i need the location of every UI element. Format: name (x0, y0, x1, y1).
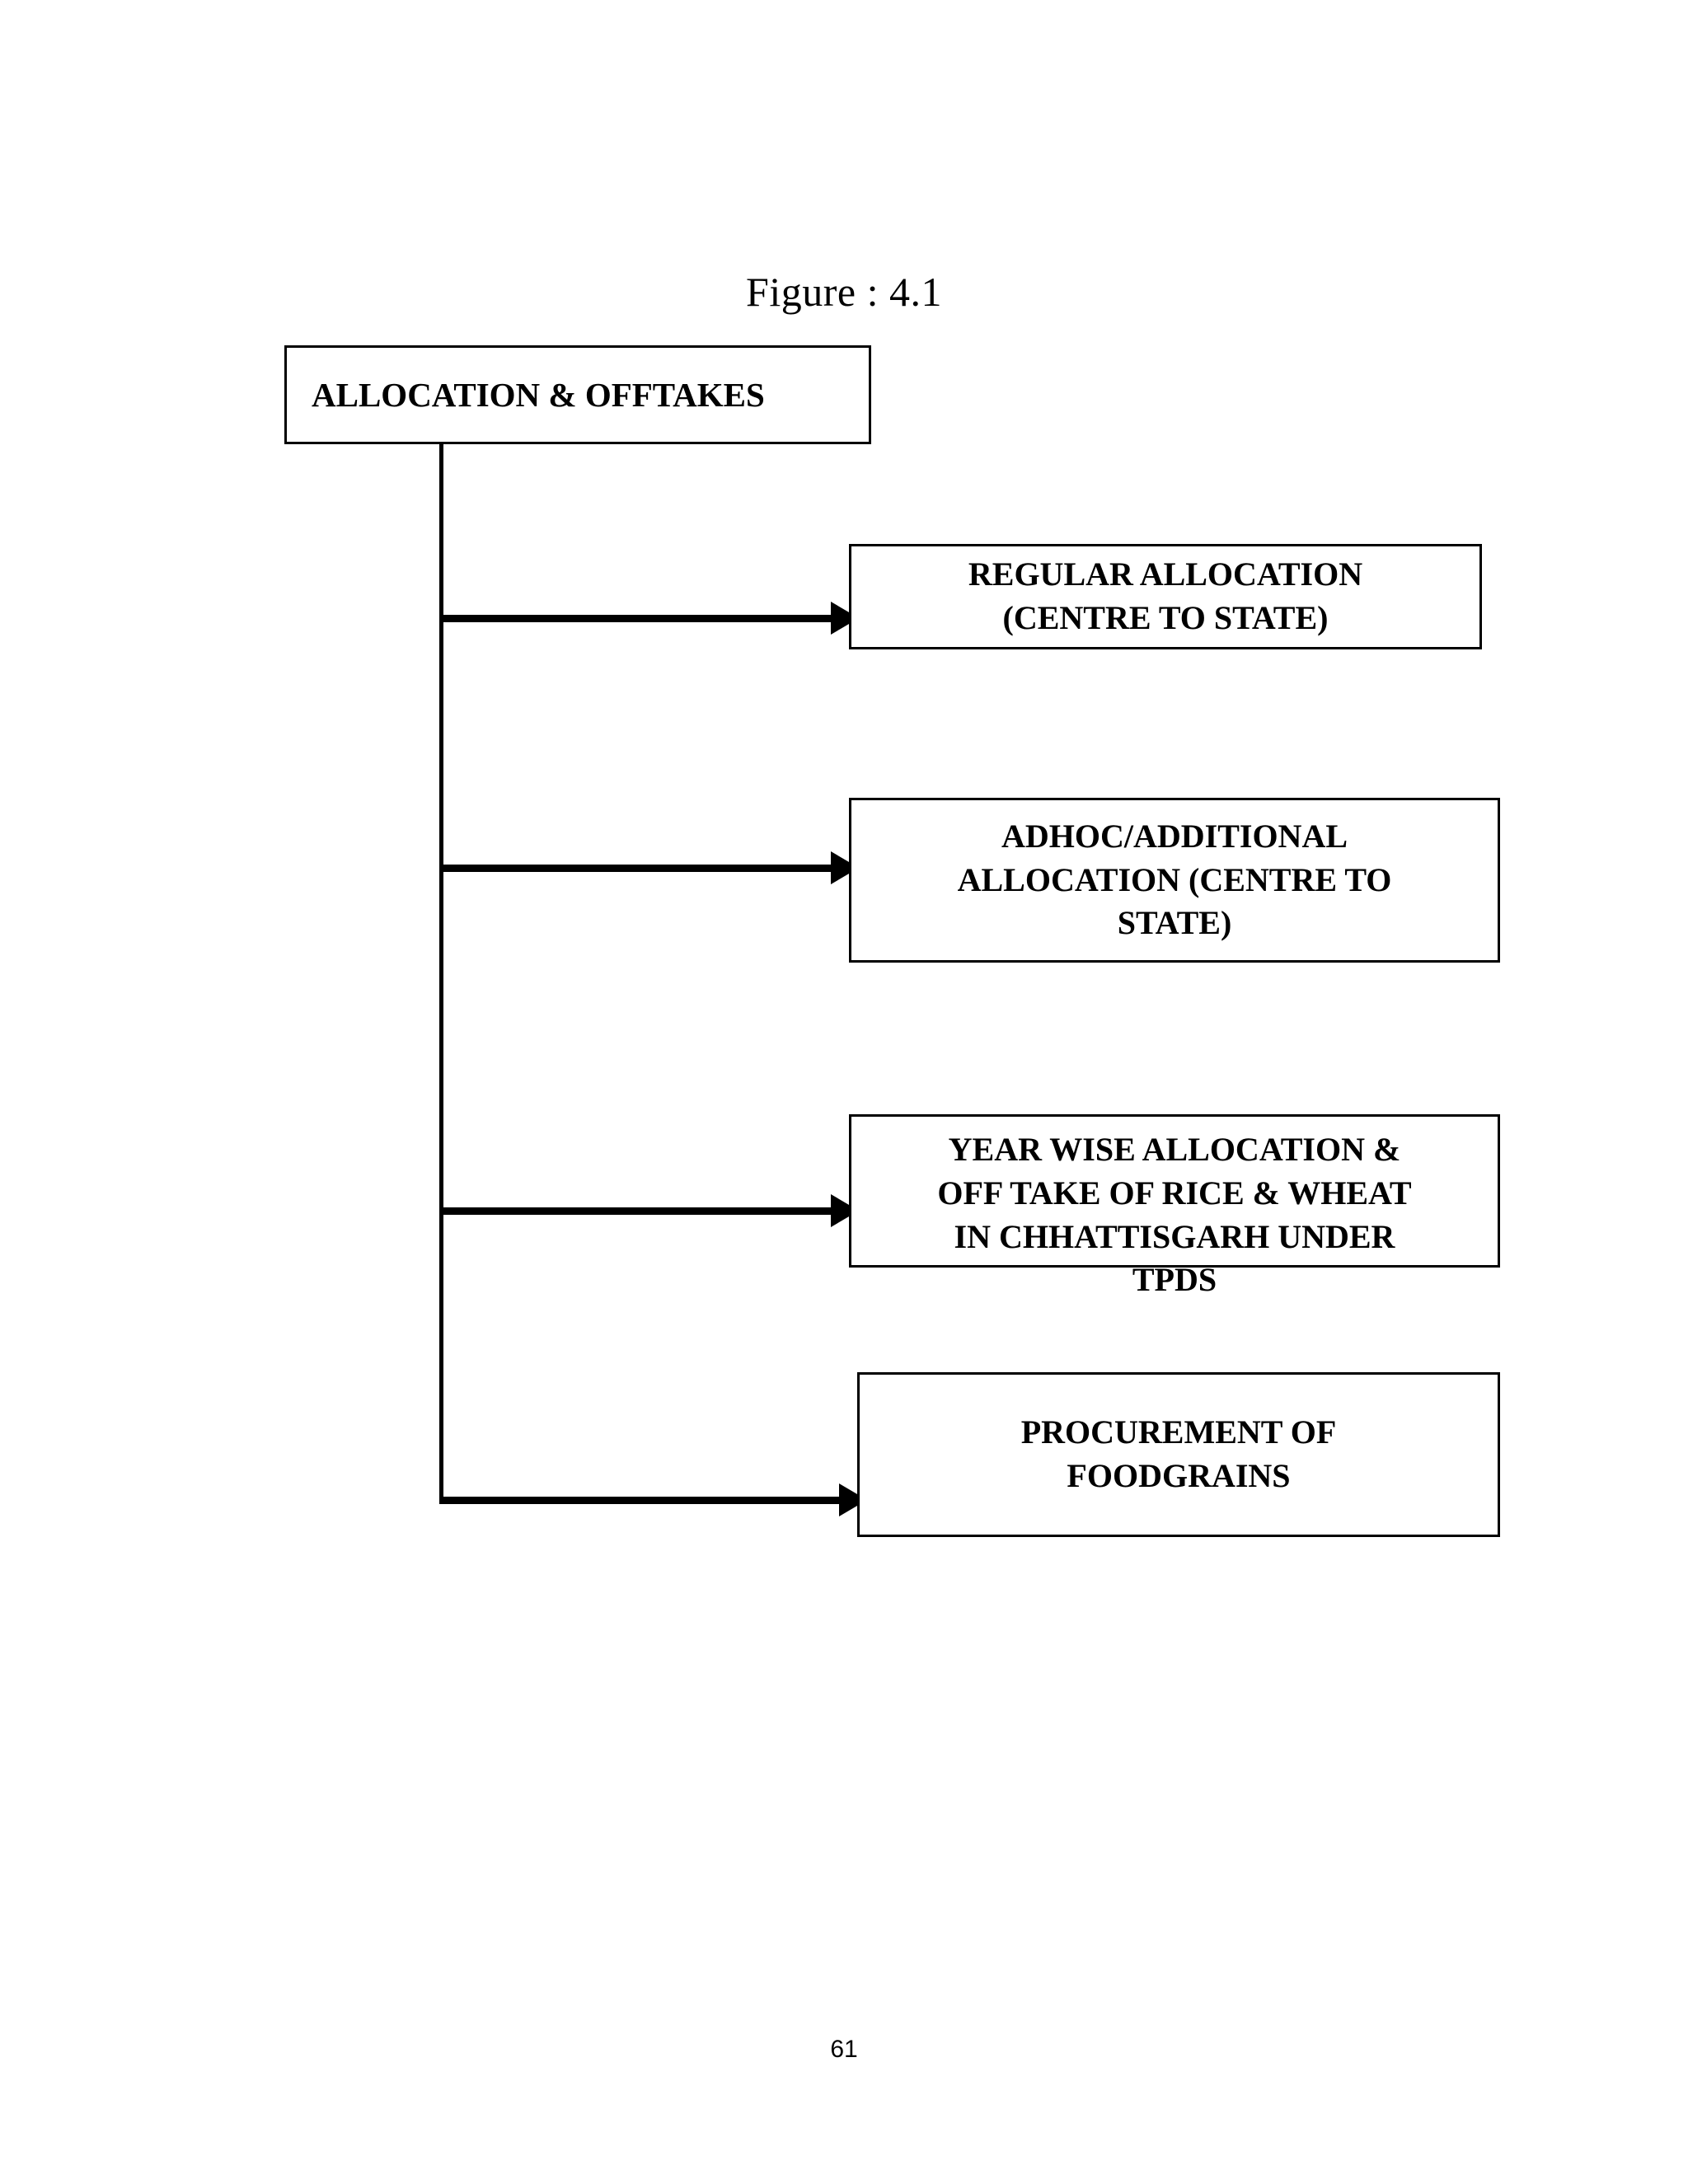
connector-arrow-line-procurement (439, 1497, 843, 1504)
flowchart-node-regular-allocation: REGULAR ALLOCATION (CENTRE TO STATE) (849, 544, 1482, 649)
flowchart-node-label: ALLOCATION & OFFTAKES (312, 375, 765, 414)
connector-arrow-line-regular-allocation (439, 615, 835, 622)
flowchart-node-label: ADHOC/ADDITIONAL ALLOCATION (CENTRE TO S… (957, 817, 1392, 942)
flowchart-node-adhoc-additional-allocation: ADHOC/ADDITIONAL ALLOCATION (CENTRE TO S… (849, 798, 1500, 963)
flowchart-node-label: REGULAR ALLOCATION (CENTRE TO STATE) (968, 555, 1363, 636)
flowchart-node-allocation-offtakes: ALLOCATION & OFFTAKES (284, 345, 871, 444)
flowchart-node-label: PROCUREMENT OF FOODGRAINS (1020, 1413, 1337, 1494)
figure-caption: Figure : 4.1 (746, 269, 942, 315)
flowchart-node-procurement-of-foodgrains: PROCUREMENT OF FOODGRAINS (857, 1372, 1500, 1537)
connector-arrow-line-year-wise-allocation (439, 1207, 835, 1215)
connector-arrow-line-adhoc-allocation (439, 865, 835, 872)
page-number: 61 (830, 2036, 858, 2063)
flowchart-node-year-wise-allocation-offtake: YEAR WISE ALLOCATION & OFF TAKE OF RICE … (849, 1114, 1500, 1298)
flowchart-node-label: YEAR WISE ALLOCATION & OFF TAKE OF RICE … (937, 1131, 1412, 1299)
connector-trunk-vertical (439, 444, 443, 1504)
